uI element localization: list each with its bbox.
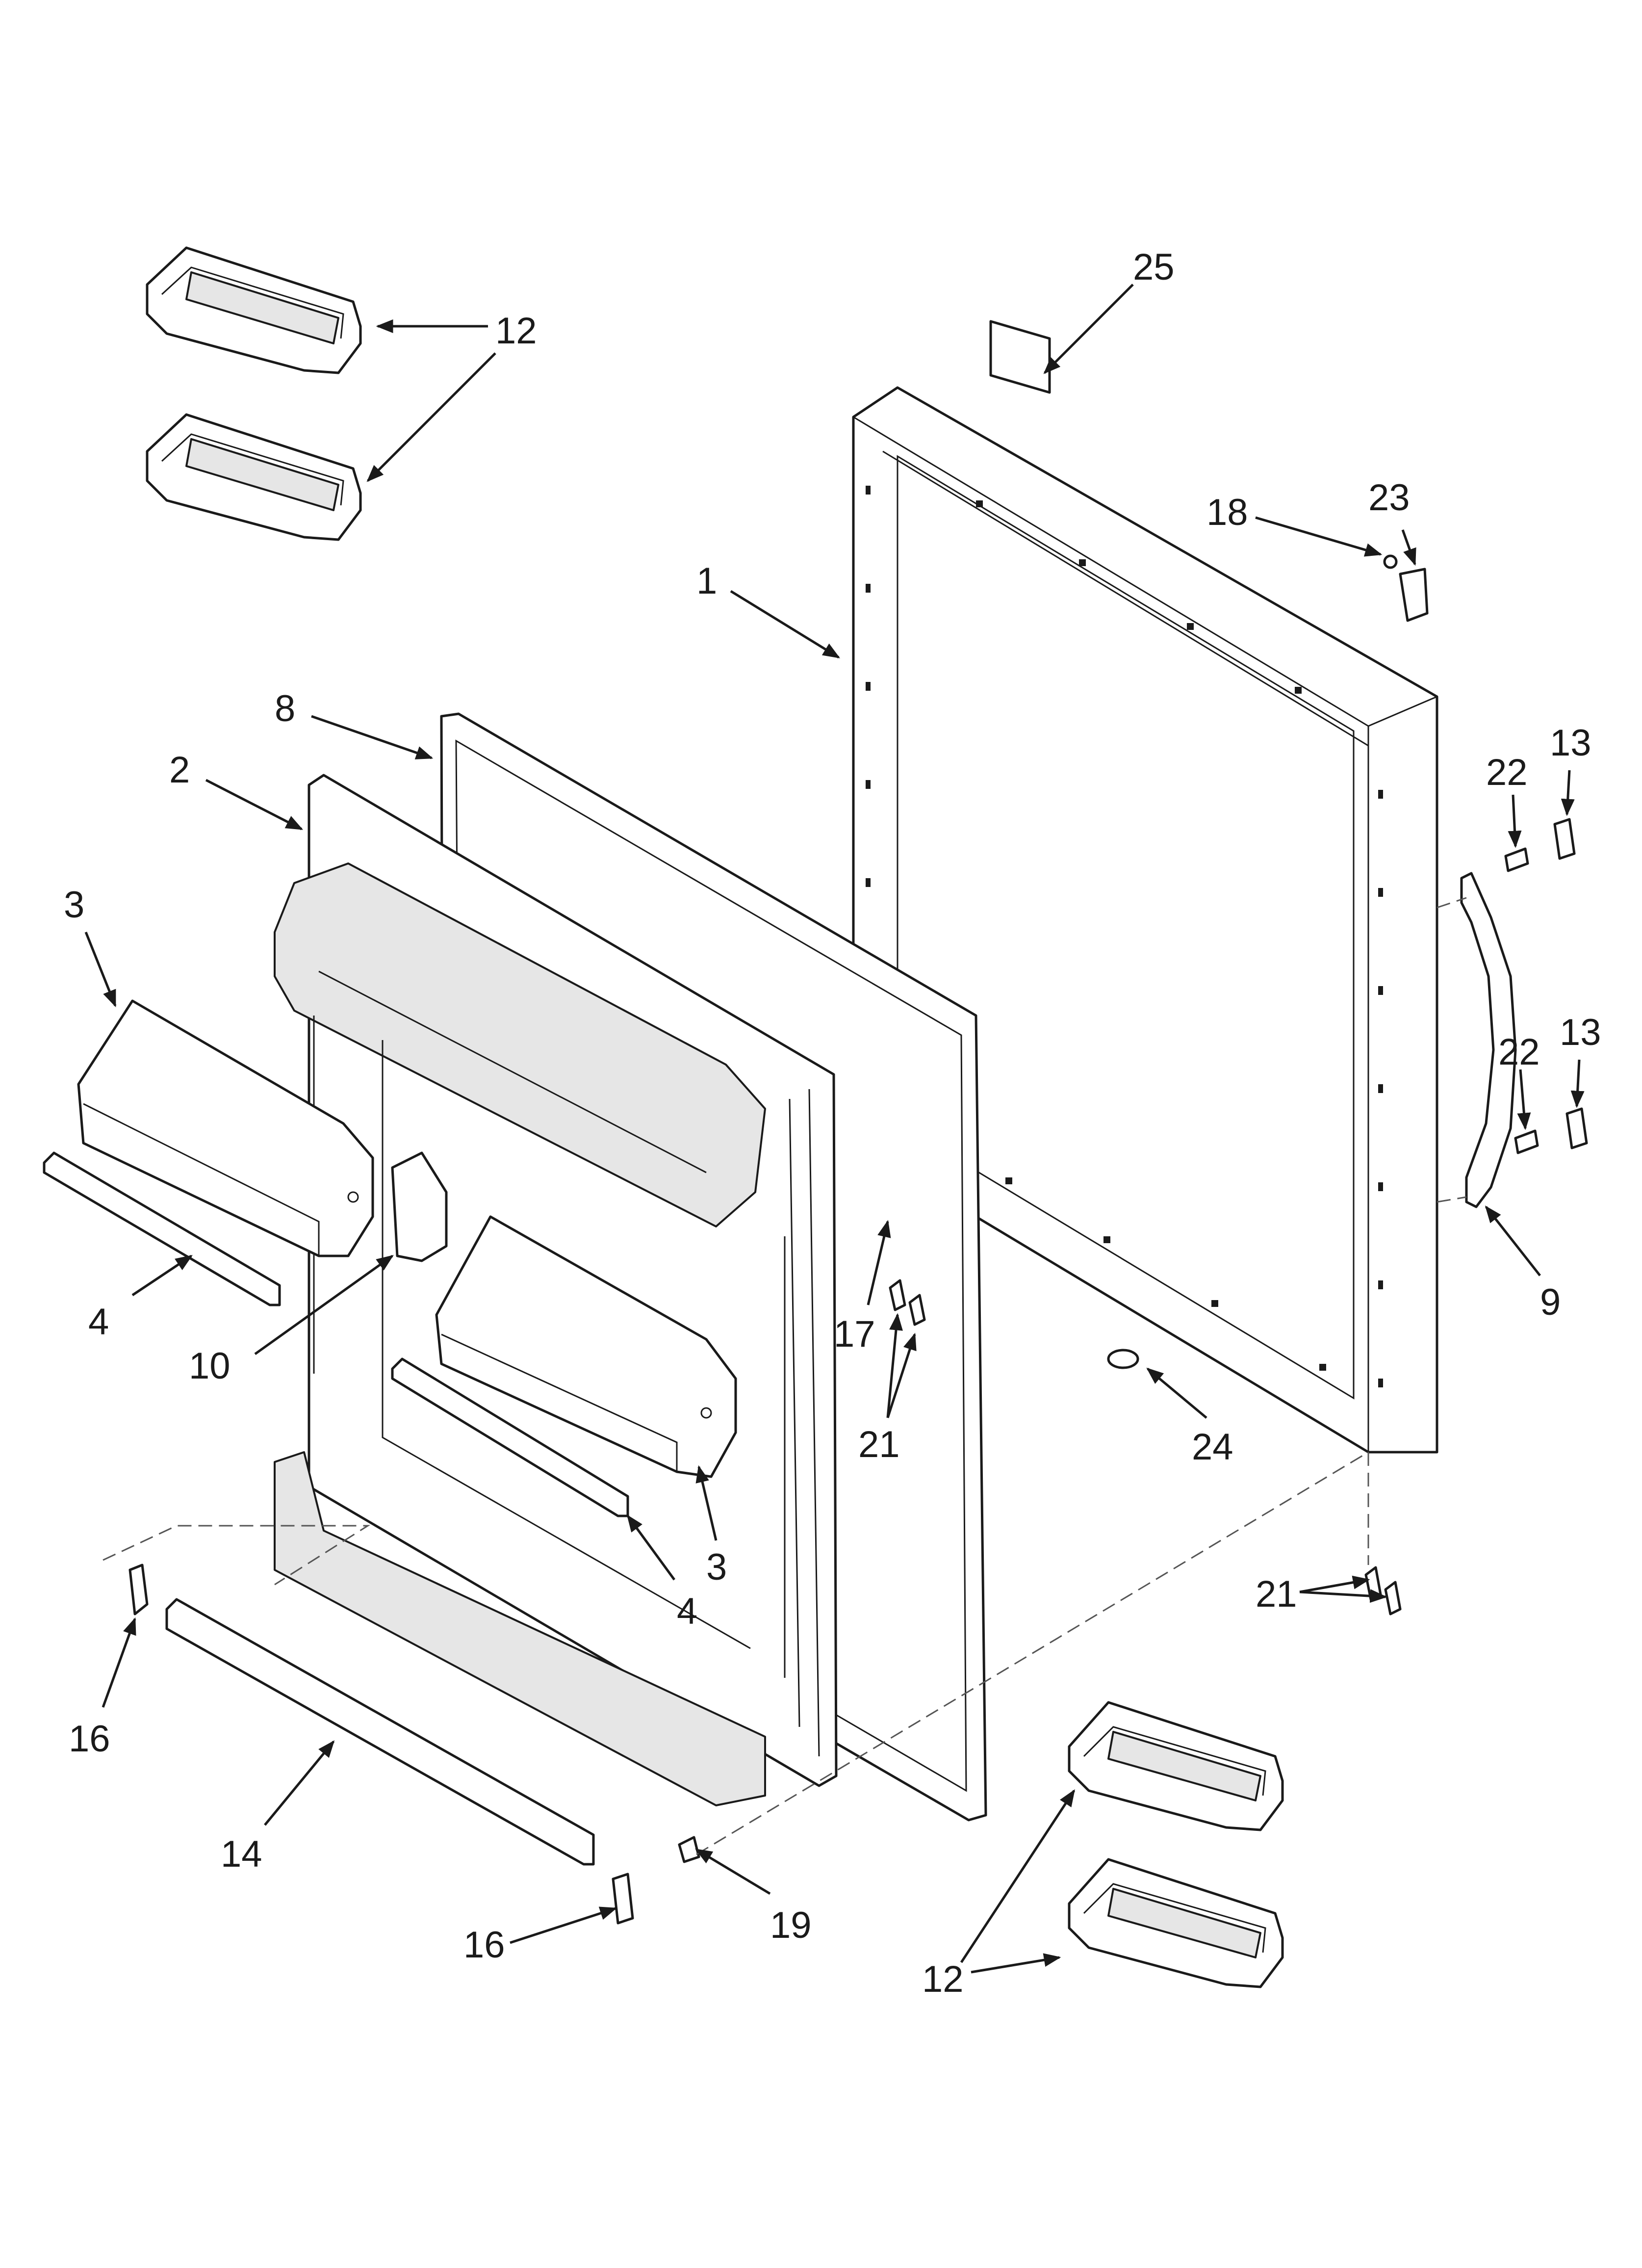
callout-2: 2 — [169, 749, 190, 791]
screw-19 — [678, 1836, 700, 1863]
callout-10: 10 — [189, 1345, 231, 1387]
callout-4-center: 4 — [677, 1590, 697, 1632]
callout-18: 18 — [1206, 492, 1248, 533]
bracket-10 — [391, 1151, 448, 1262]
screw-17 — [889, 1279, 906, 1311]
callout-17: 17 — [834, 1313, 875, 1355]
cap-13-lower — [1565, 1107, 1588, 1149]
door-shelf-left — [77, 999, 374, 1257]
screw-22-upper — [1504, 847, 1529, 872]
door-bin-lower-1 — [1068, 1701, 1284, 1831]
door-bin-upper-2 — [146, 413, 362, 541]
callout-16-right: 16 — [463, 1924, 505, 1966]
callout-9: 9 — [1540, 1281, 1561, 1323]
callout-4-left: 4 — [88, 1301, 109, 1343]
bushing-23 — [1399, 568, 1429, 622]
screw-22-lower — [1514, 1129, 1539, 1154]
trim-strip — [165, 1598, 595, 1866]
callout-12-lower: 12 — [922, 1958, 964, 2000]
callout-13-upper: 13 — [1550, 722, 1591, 764]
callout-1: 1 — [696, 560, 717, 602]
callout-24: 24 — [1192, 1426, 1233, 1468]
bushing-24 — [1107, 1349, 1139, 1369]
end-cap-right — [612, 1873, 634, 1925]
callout-22-lower: 22 — [1498, 1031, 1540, 1073]
cap-13-upper — [1553, 818, 1576, 860]
callout-14: 14 — [221, 1833, 262, 1875]
callout-3-left: 3 — [64, 884, 84, 926]
shelf-retainer-left — [43, 1151, 281, 1306]
door-outer-panel — [852, 386, 1438, 1454]
callout-13-lower: 13 — [1560, 1012, 1601, 1053]
callout-21-lower: 21 — [1256, 1573, 1297, 1615]
callout-3-center: 3 — [706, 1546, 727, 1588]
door-handle — [1460, 872, 1517, 1208]
end-cap-left — [128, 1564, 149, 1616]
plug-18 — [1383, 554, 1398, 569]
callout-25: 25 — [1133, 246, 1175, 288]
callout-8: 8 — [275, 688, 295, 730]
label-25 — [989, 320, 1051, 394]
screw-21-pair-lower — [1364, 1566, 1402, 1616]
leader-lines — [84, 284, 1585, 1974]
callout-12-upper: 12 — [495, 310, 537, 352]
callout-23: 23 — [1368, 477, 1410, 519]
screw-21-pair-upper — [908, 1294, 926, 1326]
door-bin-lower-2 — [1068, 1858, 1284, 1988]
callout-labels: 25 12 1 18 23 8 2 22 13 3 22 13 4 10 17 … — [64, 246, 1601, 2000]
callout-22-upper: 22 — [1486, 752, 1528, 793]
door-shelf-center — [435, 1215, 737, 1478]
callout-21-upper: 21 — [858, 1424, 900, 1465]
callout-19: 19 — [770, 1904, 812, 1946]
callout-16-left: 16 — [69, 1718, 110, 1760]
door-bin-upper-1 — [146, 246, 362, 374]
